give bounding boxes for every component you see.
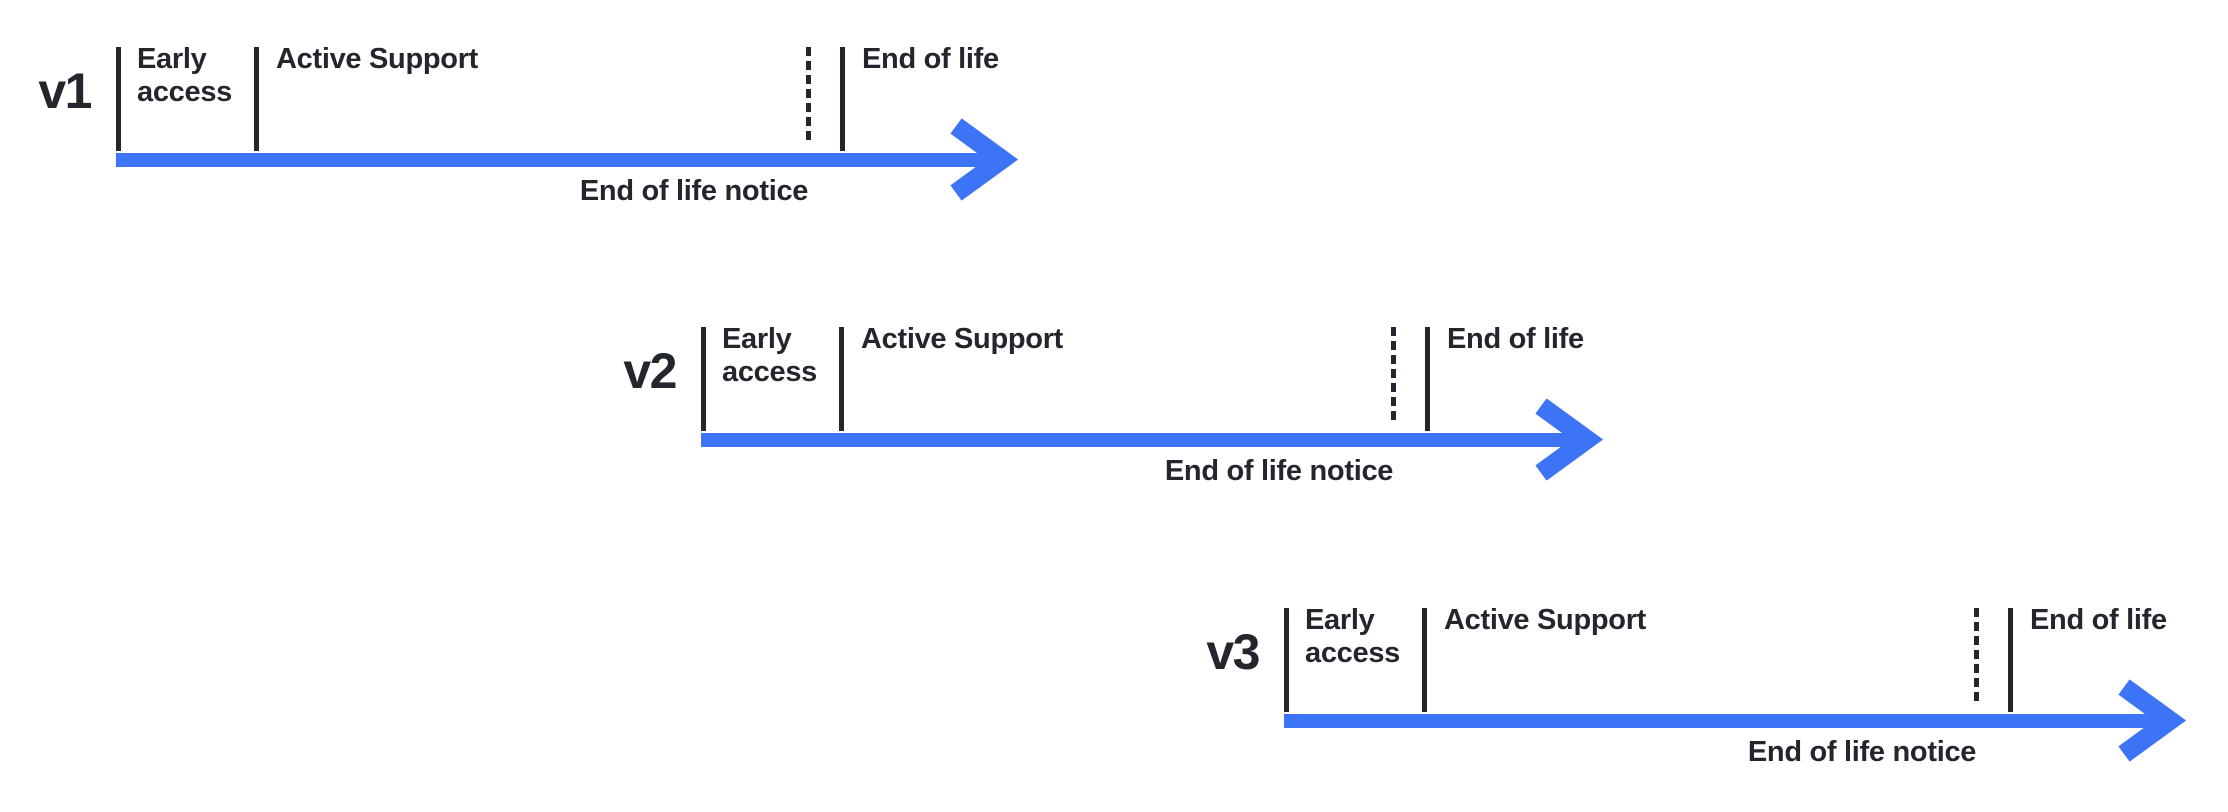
active-support-start-tick — [1422, 608, 1427, 712]
end-of-life-notice-label: End of life notice — [1164, 455, 1394, 487]
timeline-row-v1: v1 Early access Active Support End of li… — [38, 43, 1036, 247]
timeline-row-v3: v3 Early access Active Support End of li… — [1206, 604, 2204, 808]
timeline-arrowhead-icon — [1535, 398, 1604, 481]
active-support-label: Active Support — [861, 323, 1064, 355]
version-label: v2 — [623, 343, 677, 399]
end-of-life-label: End of life — [1447, 323, 1584, 355]
early-access-label: Early access — [722, 323, 817, 388]
version-label: v1 — [38, 63, 92, 119]
timeline-arrowhead-icon — [950, 118, 1019, 201]
end-of-life-label: End of life — [862, 43, 999, 75]
end-of-life-tick — [840, 47, 845, 151]
end-of-life-notice-label: End of life notice — [579, 175, 809, 207]
end-of-life-label: End of life — [2030, 604, 2167, 636]
timeline-graphic — [701, 327, 1604, 481]
early-access-start-tick — [1284, 608, 1289, 712]
timeline-arrowhead-icon — [2118, 679, 2187, 762]
active-support-start-tick — [839, 327, 844, 431]
end-of-life-tick — [2008, 608, 2013, 712]
active-support-label: Active Support — [1444, 604, 1647, 636]
timeline-arrow-shaft — [1284, 714, 2155, 728]
timeline-graphic — [1284, 608, 2187, 762]
early-access-label: Early access — [1305, 604, 1400, 669]
early-access-label: Early access — [137, 43, 232, 108]
end-of-life-tick — [1425, 327, 1430, 431]
early-access-start-tick — [701, 327, 706, 431]
timeline-row-v2: v2 Early access Active Support End of li… — [623, 323, 1621, 527]
timeline-arrow-shaft — [116, 153, 987, 167]
end-of-life-notice-label: End of life notice — [1747, 736, 1977, 768]
active-support-label: Active Support — [276, 43, 479, 75]
timeline-arrow-shaft — [701, 433, 1572, 447]
version-label: v3 — [1206, 624, 1260, 680]
early-access-start-tick — [116, 47, 121, 151]
timeline-graphic — [116, 47, 1019, 201]
active-support-start-tick — [254, 47, 259, 151]
